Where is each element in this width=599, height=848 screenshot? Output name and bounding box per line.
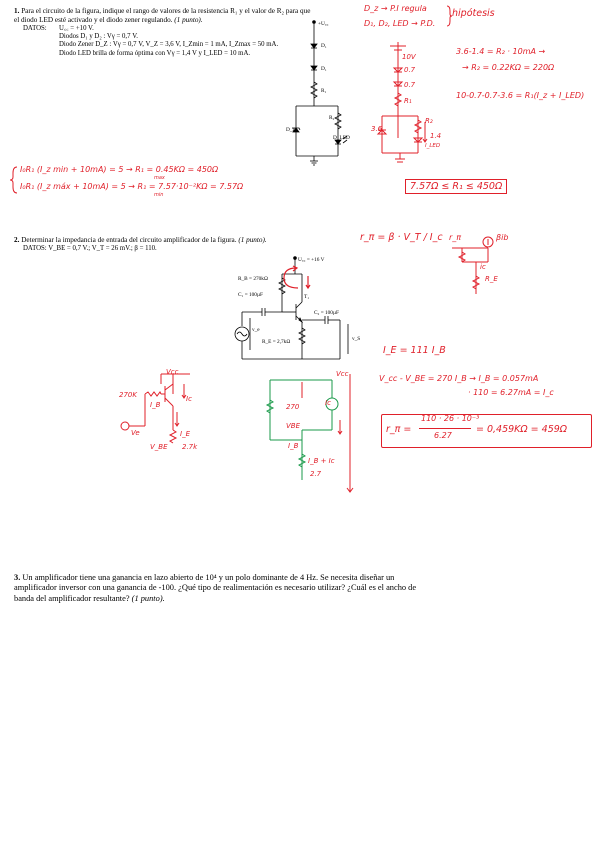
range-max-sub: min — [154, 192, 164, 198]
q2-block: 2. Determinar la impedancia de entrada d… — [14, 236, 314, 245]
q2-number: 2. — [14, 236, 20, 244]
q2-vcc-label: U꜀꜀ = +16 V — [298, 257, 325, 263]
rpi-result-num: 110 · 26 · 10⁻³ — [421, 414, 480, 423]
hyp-brace-icon — [446, 5, 453, 27]
s1-ve: Ve — [131, 429, 140, 437]
q3-points: (1 punto). — [131, 593, 165, 603]
q2-circuit — [234, 256, 349, 360]
q3-number: 3. — [14, 573, 21, 582]
q3-block: 3. Un amplificador tiene una ganancia en… — [14, 573, 434, 604]
q1-vcc-label: +U꜀꜀ — [318, 21, 329, 27]
rpi-result-rhs: = 0,459KΩ = 459Ω — [476, 424, 568, 435]
sk-36: 3.6 — [371, 125, 383, 133]
r1-range-result: 7.57Ω ≤ R₁ ≤ 450Ω — [405, 179, 508, 194]
sk-07a: 0.7 — [404, 66, 416, 74]
s2-ibic: I_B + Ic — [308, 457, 335, 465]
eq-line-3: 10-0.7-0.7-3.6 = R₁(I_z + I_LED) — [456, 91, 585, 100]
q1-d1-label: D₁ — [321, 43, 327, 49]
range-min-sub: max — [154, 175, 165, 181]
s2-270: 270 — [286, 403, 300, 411]
s2-ib: I_B — [288, 442, 299, 450]
sk-14: 1.4 — [430, 132, 442, 140]
q2-ve-label: v_e — [252, 327, 260, 333]
q2-t1-label: T₁ — [304, 294, 310, 300]
sk-iled: I_LED — [425, 143, 441, 149]
q1-data-list: U꜀꜀ = +10 V. Diodos D₁ y D₂ : Vγ = 0,7 V… — [59, 25, 278, 58]
sk-r2: R₂ — [425, 117, 433, 125]
sm-re: R_E — [485, 275, 498, 283]
q1-r2-label: R₂ — [329, 115, 335, 121]
hyp-line-2: D₁, D₂, LED → P.D. — [364, 19, 436, 28]
q2-text: Determinar la impedancia de entrada del … — [21, 236, 237, 244]
q1-data-line: U꜀꜀ = +10 V. — [59, 25, 94, 32]
s2-vbe: VBE — [286, 422, 301, 430]
q1-circuit — [292, 20, 348, 166]
sm-ic: ic — [480, 263, 486, 271]
range-brace-icon — [9, 166, 18, 194]
eq-line-2: → R₂ = 0.22KΩ = 220Ω — [462, 63, 555, 72]
q1-r1-label: R₁ — [321, 88, 327, 94]
q2-re-label: R_E = 2,7kΩ — [262, 339, 291, 345]
rpi-result-den: 6.27 — [434, 431, 452, 440]
q1-data-label: DATOS: — [23, 25, 47, 32]
q1-data-line: Diodos D₁ y D₂ : Vγ = 0,7 V. — [59, 33, 138, 41]
s2-ic: Ic — [325, 399, 331, 407]
q2-red-overlay — [283, 265, 311, 290]
small-signal-model — [452, 236, 494, 294]
q1-points: (1 punto). — [174, 15, 203, 24]
q1-d2-label: D₁ — [321, 66, 327, 72]
rpi-result-lhs: r_π = — [386, 424, 412, 435]
sm-rpi: r_π — [449, 233, 462, 242]
q2-c1-label: C₁ = 100µF — [238, 292, 263, 298]
q1-data-line: Diodo LED brilla de forma óptima con Vγ … — [59, 49, 251, 57]
s1-270k: 270K — [119, 391, 137, 399]
sketch-transistor-red — [120, 373, 190, 444]
s1-ib: I_B — [150, 401, 161, 409]
s1-27k: 2.7k — [182, 443, 198, 451]
s1-vcc: Vcc — [166, 368, 179, 376]
q1-dz-label: D_z — [286, 127, 295, 133]
hyp-word: hipótesis — [452, 8, 495, 19]
s2-vcc: Vcc — [336, 370, 349, 378]
q1-data-line: Diodo Zener D_Z : Vγ = 0,7 V, V_Z = 3,6 … — [59, 41, 279, 49]
sm-bib: βib — [496, 233, 509, 242]
q2-c2-label: C₂ = 100µF — [314, 310, 339, 316]
s1-ie: I_E — [180, 430, 190, 438]
kvl-line: V_cc - V_BE = 270 I_B → I_B = 0.057mA — [379, 374, 539, 383]
q1-number: 1. — [14, 7, 20, 15]
kvl-line-2: · 110 = 6.27mA = I_c — [468, 388, 554, 397]
q1-block: 1. Para el circuito de la figura, indiqu… — [14, 7, 314, 24]
q3-text: Un amplificador tiene una ganancia en la… — [14, 573, 417, 603]
s1-vbe: V_BE — [150, 443, 168, 451]
hyp-line-1: D_z → P.I regula — [364, 4, 427, 13]
range-line-max: I₀R₁ (I_z máx + 10mA) = 5 → R₁ = 7.57·10… — [20, 182, 244, 191]
range-line-min: I₀R₁ (I_z min + 10mA) = 5 → R₁ = 0.45KΩ … — [20, 165, 219, 174]
sketch-loop-green — [265, 374, 354, 493]
q2-rb-label: R_B = 270kΩ — [238, 276, 268, 282]
rpi-result-box — [381, 414, 592, 448]
rpi-formula: r_π = β · V_T / I_c — [360, 232, 443, 243]
sk-10v: 10V — [402, 53, 416, 61]
q2-vs-label: v_S — [352, 336, 361, 342]
ie-equation: I_E = 111 I_B — [383, 345, 446, 356]
s2-27: 2.7 — [310, 470, 322, 478]
sk-r1: R₁ — [404, 97, 412, 105]
q2-points: (1 punto). — [238, 236, 267, 244]
sk-07b: 0.7 — [404, 81, 416, 89]
s1-ic: Ic — [186, 395, 192, 403]
q1-sketch-circuit — [376, 42, 428, 163]
q1-dled-label: D_LED — [333, 135, 350, 141]
q2-data-line: DATOS: V_BE = 0,7 V.; V_T = 26 mV.; β = … — [23, 245, 157, 252]
q1-text: Para el circuito de la figura, indique e… — [14, 7, 311, 24]
rpi-fraction-bar — [419, 428, 471, 429]
eq-line-1: 3.6-1.4 = R₂ · 10mA → — [456, 47, 546, 56]
